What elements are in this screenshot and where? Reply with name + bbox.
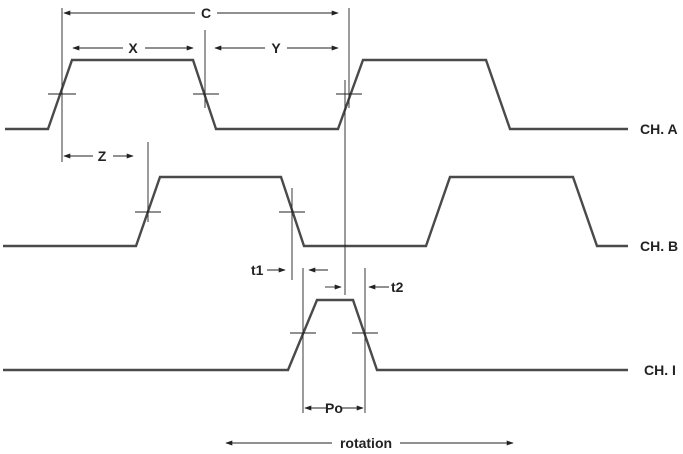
channel-b-label: CH. B [640,238,678,254]
label-t1: t1 [251,262,264,278]
label-rotation: rotation [340,435,392,451]
crossing-marks [48,93,378,334]
label-y: Y [271,40,281,56]
label-z: Z [98,148,107,164]
label-po: Po [325,400,343,416]
label-x: X [128,40,138,56]
label-c: C [201,5,211,21]
channel-a-label: CH. A [640,121,678,137]
channel-i-waveform [3,298,628,372]
channel-i-label: CH. I [644,362,676,378]
channel-a-waveform [5,58,628,131]
channel-b-waveform [3,175,628,248]
label-t2: t2 [391,279,404,295]
